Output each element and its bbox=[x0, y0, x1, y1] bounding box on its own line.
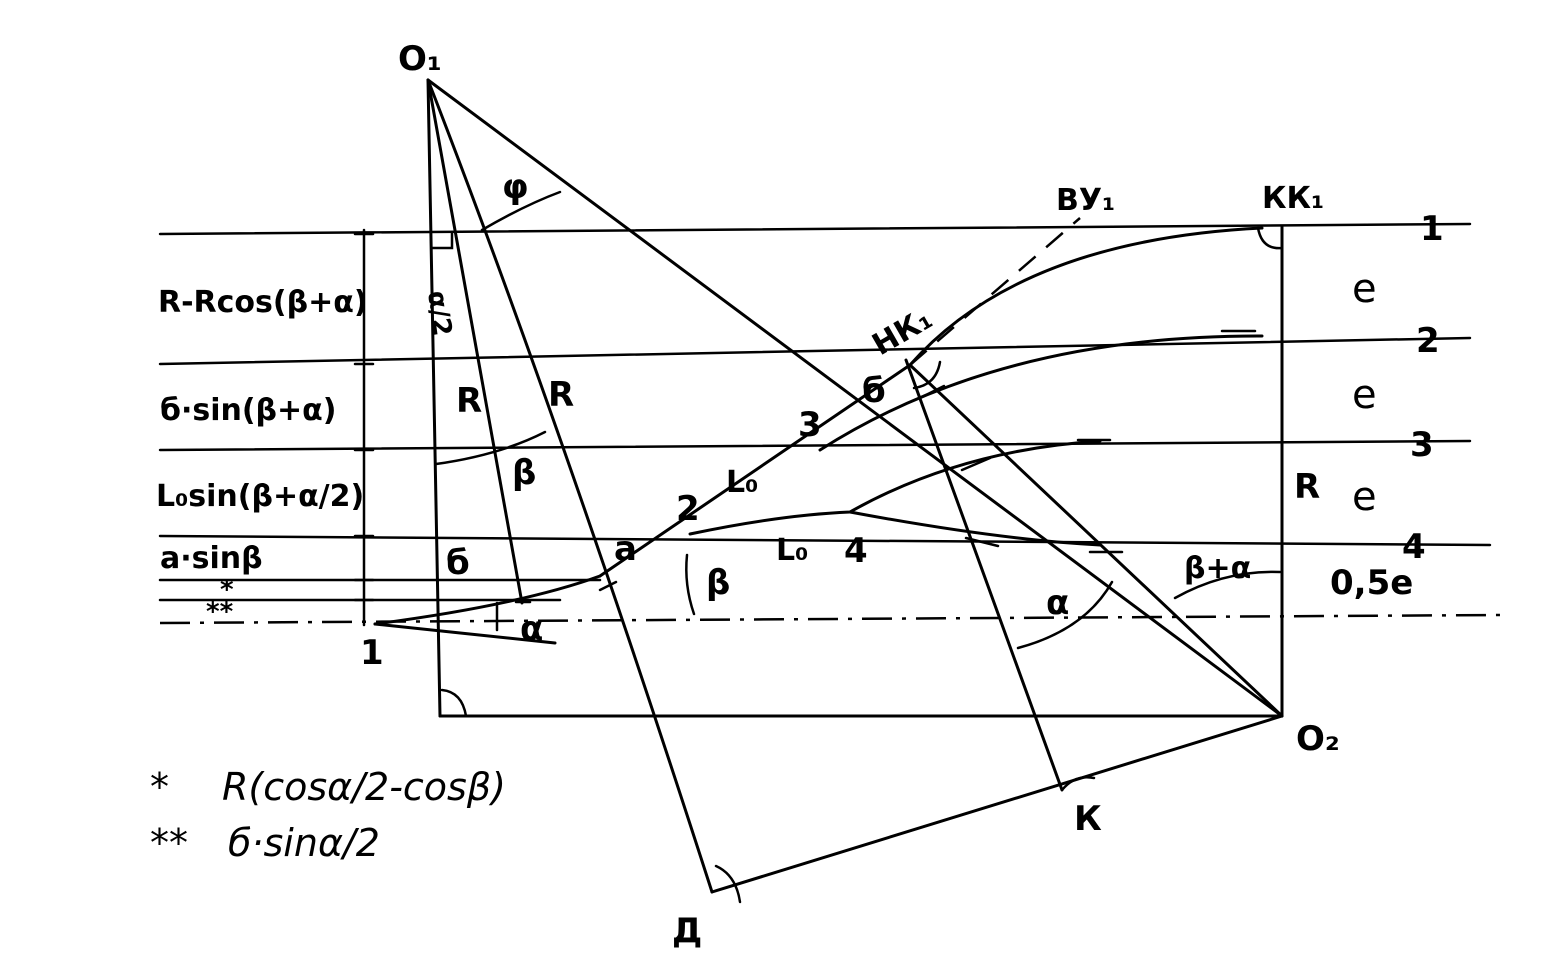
footnote-2-text: б·sinα/2 bbox=[228, 821, 380, 865]
label-alpha-right: α bbox=[1046, 583, 1069, 623]
dim-label-6: ** bbox=[206, 597, 234, 627]
label-kk1: КК₁ bbox=[1262, 181, 1324, 216]
label-phi: φ bbox=[502, 167, 529, 207]
label-d: Д bbox=[672, 911, 702, 951]
label-b: б bbox=[862, 371, 886, 411]
dim-label-3: L₀sin(β+α/2) bbox=[156, 479, 364, 514]
label-beta-lower: β bbox=[706, 563, 730, 603]
label-l0-upper: L₀ bbox=[726, 465, 758, 500]
track-label-2: 2 bbox=[1416, 321, 1440, 361]
construction-lines bbox=[373, 78, 1284, 894]
spacing-e-1: е bbox=[1352, 266, 1377, 312]
label-beta-alpha: β+α bbox=[1184, 551, 1251, 586]
label-k: К bbox=[1074, 799, 1102, 839]
footnote-2-mark: ** bbox=[150, 821, 188, 865]
dim-label-1: R-Rcos(β+α) bbox=[158, 285, 368, 320]
footnote-1-text: R(cosα/2-cosβ) bbox=[222, 765, 506, 809]
label-point-4: 4 bbox=[844, 531, 868, 571]
dim-label-2: б·sin(β+α) bbox=[160, 393, 336, 428]
label-vu1: ВУ₁ bbox=[1056, 183, 1115, 218]
angle-arcs bbox=[434, 190, 1282, 650]
spacing-e-3: е bbox=[1352, 474, 1377, 520]
track-lines bbox=[158, 222, 1501, 625]
dimension-labels: R-Rcos(β+α) б·sin(β+α) L₀sin(β+α/2) а·si… bbox=[156, 285, 368, 627]
spacing-e-2: е bbox=[1352, 372, 1377, 418]
footnote-1-mark: * bbox=[150, 765, 169, 809]
track-label-3: 3 bbox=[1410, 425, 1434, 465]
spacing-labels: е е е 0,5е bbox=[1330, 266, 1413, 603]
label-l0-lower: L₀ bbox=[776, 533, 808, 568]
label-alpha-half: α/2 bbox=[421, 289, 457, 338]
label-point-3: 3 bbox=[798, 405, 822, 445]
tick-marks bbox=[514, 329, 1257, 604]
dimension-column bbox=[353, 228, 375, 627]
right-angle-markers bbox=[430, 226, 1284, 904]
track-label-1: 1 bbox=[1420, 209, 1444, 249]
label-alpha-lower: α bbox=[520, 609, 543, 649]
label-nk1: НК₁ bbox=[867, 301, 939, 363]
spacing-half-e: 0,5е bbox=[1330, 563, 1413, 603]
label-point-2: 2 bbox=[676, 489, 700, 529]
point-labels: О₁ О₂ Д К КК₁ ВУ₁ НК₁ а б б 1 2 3 4 bbox=[360, 39, 1340, 951]
base-axis bbox=[159, 613, 1501, 625]
dim-label-4: а·sinβ bbox=[160, 541, 263, 576]
angle-labels: φ α/2 R R R β β α α β+α L₀ L₀ bbox=[421, 167, 1320, 649]
footnotes: * R(cosα/2-cosβ) ** б·sinα/2 bbox=[150, 765, 506, 865]
label-r-left: R bbox=[456, 381, 482, 421]
dim-label-5: * bbox=[220, 575, 234, 605]
label-beta-arc: β bbox=[512, 453, 536, 493]
label-b-left: б bbox=[446, 543, 470, 583]
label-r-right: R bbox=[1294, 467, 1320, 507]
curves bbox=[373, 226, 1264, 626]
track-labels: 1 2 3 4 bbox=[1402, 209, 1444, 567]
label-o1: О₁ bbox=[398, 39, 442, 79]
label-point-1: 1 bbox=[360, 633, 384, 673]
track-label-4: 4 bbox=[1402, 527, 1426, 567]
label-a: а bbox=[614, 529, 637, 569]
label-r-mid: R bbox=[548, 375, 574, 415]
label-o2: О₂ bbox=[1296, 719, 1340, 759]
